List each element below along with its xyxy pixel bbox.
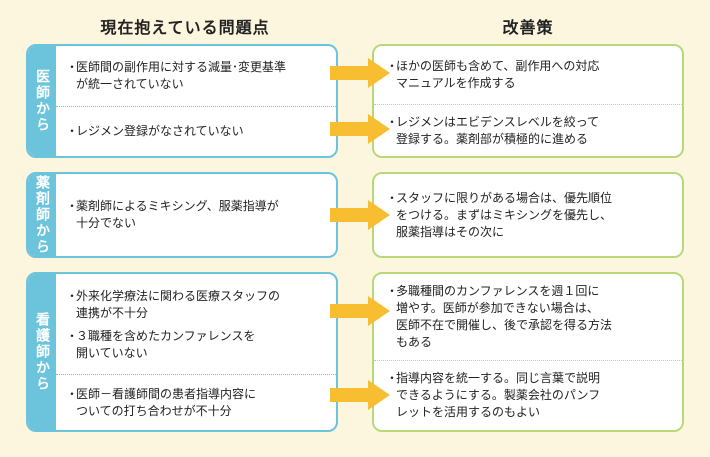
solution-row: ・ 指導内容を統一する。同じ言葉で説明できるようにする。製薬会社のパンフレットを… [374,360,682,430]
nurse-solutions-box: ・ 多職種間のカンファレンスを週１回に増やす。医師が参加できない場合は、医師不在… [372,272,684,432]
doctor-side-label: 医師から [28,46,56,156]
pharmacist-side-label: 薬剤師から [28,174,56,256]
current-problems-header: 現在抱えている問題点 [100,18,270,37]
solution-row: ・ スタッフに限りがある場合は、優先順位をつける。まずはミキシングを優先し、服薬… [386,190,613,239]
pharmacist-problems-box: 薬剤師から ・ 薬剤師によるミキシング、服薬指導が十分でない [26,172,338,258]
problem-row: ・ 薬剤師によるミキシング、服薬指導が十分でない [66,199,279,230]
nurse-problems-box: 看護師から ・ 外来化学療法に関わる医療スタッフの連携が不十分 ・ ３職種を含め… [26,272,338,432]
arrow-right-icon [330,380,390,410]
doctor-problems-box: 医師から ・ 医師間の副作用に対する減量･変更基準が統一されていない ・レジメン… [26,44,338,158]
problem-row: ・ 医師間の副作用に対する減量･変更基準が統一されていない [66,60,287,91]
doctor-solutions-box: ・ ほかの医師も含めて、副作用への対応マニュアルを作成する ・ レジメンはエビデ… [372,44,684,158]
solution-row: ・ 多職種間のカンファレンスを週１回に増やす。医師が参加できない場合は、医師不在… [386,284,613,349]
improvements-header: 改善策 [502,18,554,37]
problem-row: ・ 外来化学療法に関わる医療スタッフの連携が不十分 ・ ３職種を含めたカンファレ… [66,289,281,360]
arrow-right-icon [330,200,390,230]
nurse-side-label: 看護師から [28,274,56,430]
pharmacist-solutions-box: ・ スタッフに限りがある場合は、優先順位をつける。まずはミキシングを優先し、服薬… [372,172,684,258]
problem-row: ・レジメン登録がなされていない [56,106,336,156]
solution-row: ・ レジメンはエビデンスレベルを絞って登録する。薬剤部が積極的に進める [374,104,682,156]
problem-row: ・ 医師－看護師間の患者指導内容についての打ち合わせが不十分 [56,374,336,430]
solution-row: ・ ほかの医師も含めて、副作用への対応マニュアルを作成する [386,59,600,90]
arrow-right-icon [330,296,390,326]
arrow-right-icon [330,114,390,144]
arrow-right-icon [330,58,390,88]
